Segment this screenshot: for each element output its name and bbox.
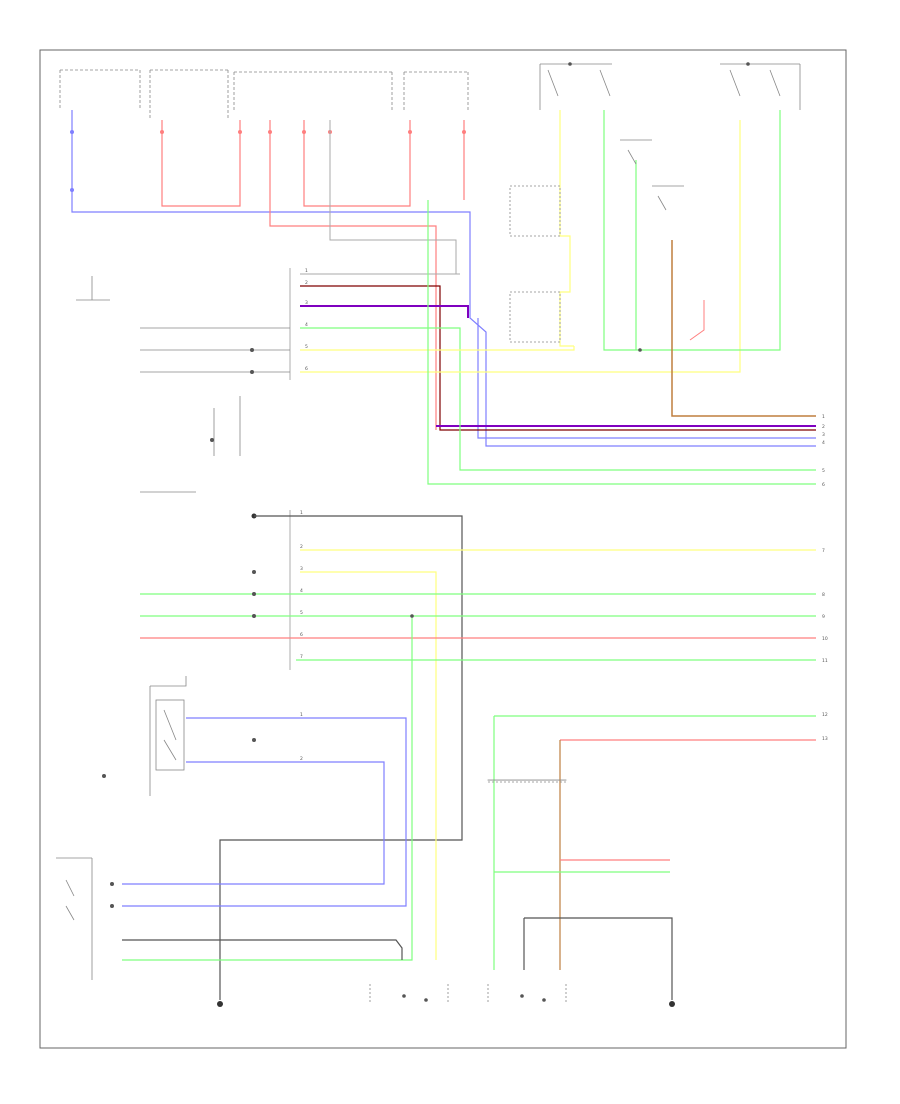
blue-wire-main [72,110,816,446]
left-rear-door-switch [540,62,612,110]
svg-text:6: 6 [822,482,825,488]
brown-wire [672,240,816,416]
right-terminals-upper: 1 2 3 4 5 6 [822,414,825,488]
svg-text:7: 7 [822,548,825,554]
svg-text:5: 5 [822,468,825,474]
red-wire-loop [304,120,410,206]
left-ground [217,1001,223,1007]
right-ground [669,1001,675,1007]
svg-text:13: 13 [822,736,828,742]
left-stubs-upper [76,276,290,374]
svg-text:1: 1 [300,712,303,718]
fuse-terminals [70,130,466,192]
svg-text:5: 5 [305,344,308,350]
svg-text:12: 12 [822,712,828,718]
right-front-door-lock-actuator [488,984,566,1004]
green-wire-drop [220,616,412,960]
svg-text:8: 8 [822,592,825,598]
svg-text:7: 7 [300,654,303,660]
svg-text:11: 11 [822,658,828,664]
svg-text:3: 3 [822,432,825,438]
blue-wire-window-2 [122,762,384,884]
red-wire-fuse-link [162,120,240,206]
red-wire-down [270,120,436,430]
connector-lower: 1 2 3 4 5 6 7 [140,510,816,1000]
left-front-door-lock-switch [56,858,114,980]
svg-text:6: 6 [305,366,308,372]
svg-text:4: 4 [822,440,825,446]
blue-wire-secondary [478,318,816,438]
svg-text:4: 4 [305,322,308,328]
junction-block [404,72,468,112]
svg-text:4: 4 [300,588,303,594]
right-terminals-lower: 7 8 9 10 11 12 13 [822,548,828,742]
gray-wire-junction [300,120,456,274]
svg-text:5: 5 [300,610,303,616]
svg-text:1: 1 [305,268,308,274]
dark-red-wire [300,286,816,430]
left-front-door-lock-actuator [370,984,448,1004]
interior-fuse-block [234,72,392,110]
svg-text:2: 2 [300,756,303,762]
svg-text:10: 10 [822,636,828,642]
control-unit [488,780,566,782]
svg-text:1: 1 [300,510,303,516]
yellow-wire-lower [300,120,740,372]
hot-in-on-fuse [150,70,228,120]
svg-text:2: 2 [305,280,308,286]
yellow-wire-lower-2 [300,572,436,960]
left-front-power-window-switch [150,676,256,796]
svg-text:2: 2 [300,544,303,550]
black-wire-actuator [122,940,402,960]
relay-middle-left [140,396,240,492]
right-rear-door-switch [720,62,800,110]
black-wire-ground-left [220,516,462,1000]
svg-text:3: 3 [300,566,303,572]
connector-upper: 1 2 3 4 5 6 [290,120,816,470]
yellow-wire-switch-left [560,110,574,346]
svg-text:9: 9 [822,614,825,620]
purple-wire [300,306,468,318]
hot-at-all-times-fuse [60,70,140,110]
svg-text:1: 1 [822,414,825,420]
green-wire-switch-loop [604,110,780,350]
green-wire-upper [300,328,816,470]
blue-wire-window-1 [122,718,406,906]
diagram-frame [40,50,846,1048]
svg-text:6: 6 [300,632,303,638]
door-switch-middle [510,140,684,352]
svg-text:3: 3 [305,300,308,306]
black-wire-ground-right [524,918,672,1000]
svg-text:2: 2 [822,424,825,430]
